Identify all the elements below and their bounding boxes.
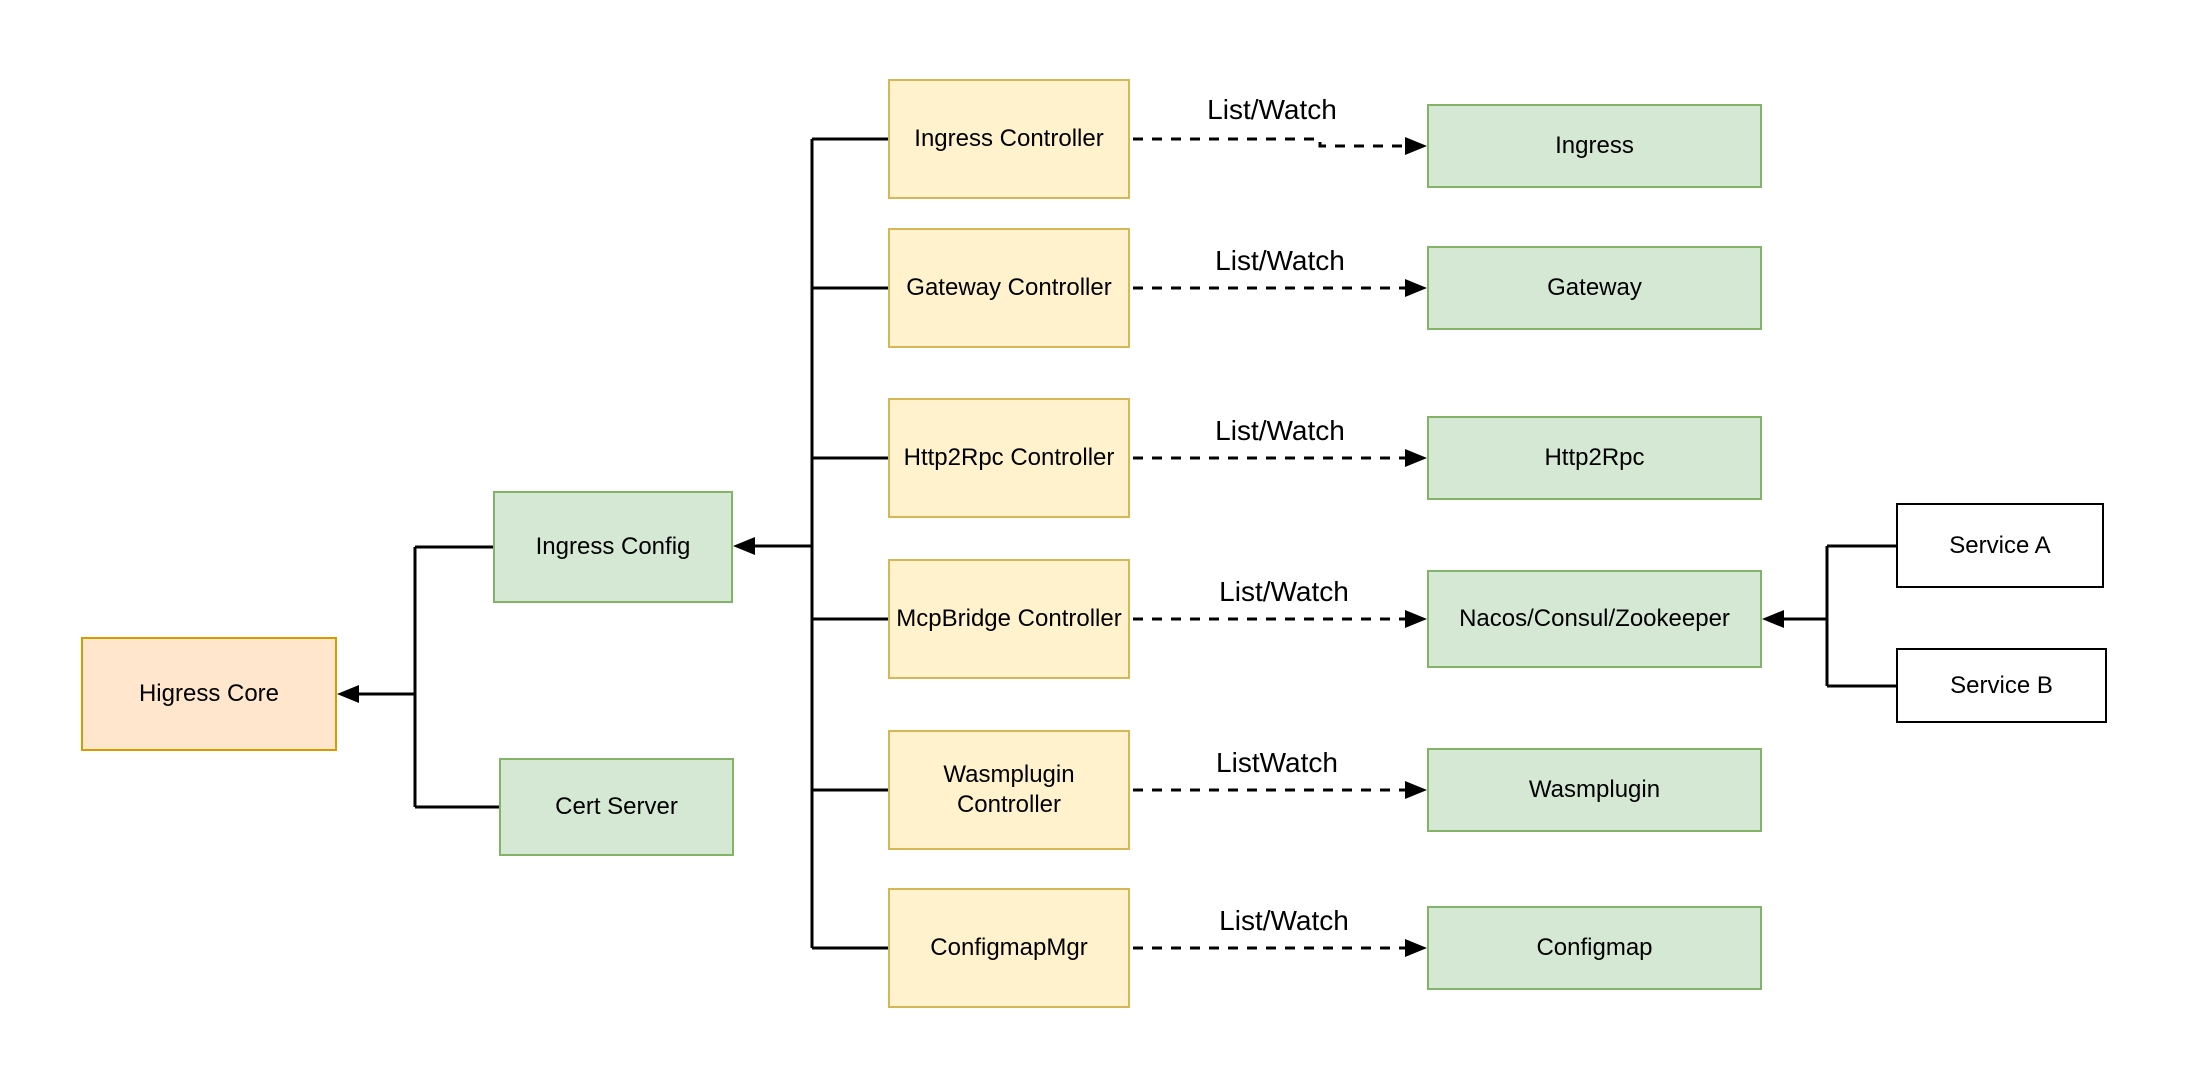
node-gateway-controller-label: Gateway Controller	[906, 274, 1112, 301]
node-gateway: Gateway	[1427, 246, 1762, 330]
node-wasmplugin-label: Wasmplugin	[1528, 776, 1661, 803]
node-higress-core: Higress Core	[81, 637, 337, 751]
edge-label-configmap-watch: List/Watch	[1219, 905, 1349, 936]
edge-label-mcpbridge-watch: List/Watch	[1219, 576, 1349, 607]
arrowhead-core	[337, 685, 359, 703]
node-configmap-mgr: ConfigmapMgr	[888, 888, 1130, 1008]
node-ingress-controller: Ingress Controller	[888, 79, 1130, 199]
arrowhead-ingress-config	[733, 537, 755, 555]
node-gateway-label: Gateway	[1547, 274, 1642, 301]
node-service-a-label: Service A	[1949, 531, 2051, 559]
node-wasmplugin: Wasmplugin	[1427, 748, 1762, 832]
edge-services-to-registry	[1784, 544, 1896, 688]
arrowhead-configmap	[1405, 939, 1427, 957]
node-configmap-mgr-label: ConfigmapMgr	[930, 934, 1088, 961]
arrowhead-nacos	[1405, 610, 1427, 628]
node-http2rpc-controller-label: Http2Rpc Controller	[903, 444, 1115, 471]
edge-label-wasmplugin-watch: ListWatch	[1216, 747, 1338, 778]
edge-ingress-watch	[1133, 137, 1405, 148]
node-wasmplugin-controller: Wasmplugin Controller	[888, 730, 1130, 850]
edge-label-ingress-watch: List/Watch	[1207, 94, 1337, 125]
node-mcpbridge-controller: McpBridge Controller	[888, 559, 1130, 679]
node-higress-core-label: Higress Core	[138, 680, 280, 707]
node-http2rpc-label: Http2Rpc	[1544, 444, 1645, 471]
node-nacos-consul-zookeeper-label: Nacos/Consul/Zookeeper	[1459, 605, 1730, 632]
arrowhead-registry	[1762, 610, 1784, 628]
arrowhead-wasmplugin	[1405, 781, 1427, 799]
node-mcpbridge-controller-label: McpBridge Controller	[896, 605, 1122, 632]
node-ingress-label: Ingress	[1555, 132, 1634, 159]
node-http2rpc-controller: Http2Rpc Controller	[888, 398, 1130, 518]
node-service-a: Service A	[1896, 503, 2104, 588]
node-service-b-label: Service B	[1950, 671, 2053, 699]
node-configmap: Configmap	[1427, 906, 1762, 990]
edge-label-gateway-watch: List/Watch	[1215, 245, 1345, 276]
arrowhead-http2rpc	[1405, 449, 1427, 467]
node-nacos-consul-zookeeper: Nacos/Consul/Zookeeper	[1427, 570, 1762, 668]
arrowhead-gateway	[1405, 279, 1427, 297]
node-gateway-controller: Gateway Controller	[888, 228, 1130, 348]
node-ingress: Ingress	[1427, 104, 1762, 188]
node-http2rpc: Http2Rpc	[1427, 416, 1762, 500]
node-ingress-controller-label: Ingress Controller	[914, 125, 1104, 152]
node-cert-server: Cert Server	[499, 758, 734, 856]
node-cert-server-label: Cert Server	[555, 793, 678, 820]
node-ingress-config: Ingress Config	[493, 491, 733, 603]
edge-controllers-to-config	[755, 137, 888, 950]
edge-label-http2rpc-watch: List/Watch	[1215, 415, 1345, 446]
node-wasmplugin-controller-label: Wasmplugin Controller	[943, 761, 1075, 818]
edge-config-to-core	[359, 545, 499, 809]
arrowhead-ingress	[1405, 137, 1427, 155]
node-configmap-label: Configmap	[1536, 934, 1653, 961]
node-service-b: Service B	[1896, 648, 2107, 723]
node-ingress-config-label: Ingress Config	[535, 533, 691, 560]
